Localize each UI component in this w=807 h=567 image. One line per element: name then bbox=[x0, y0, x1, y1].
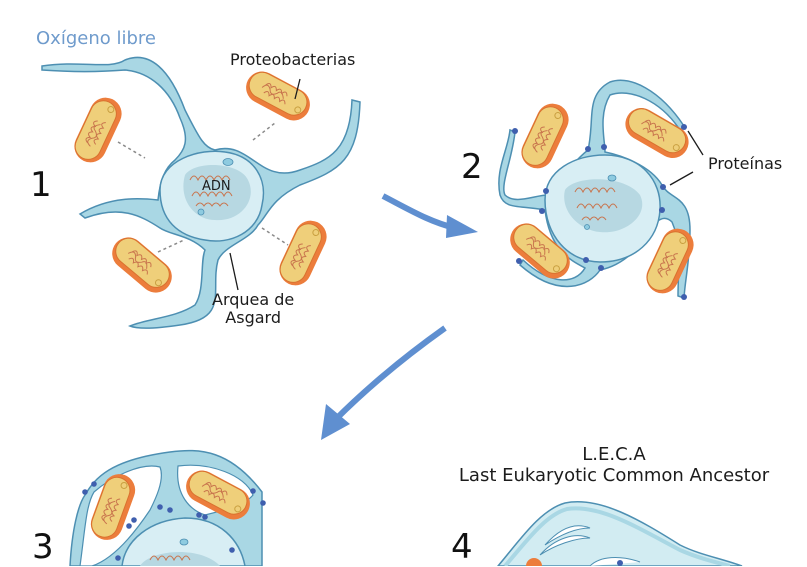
stage-1-pointers bbox=[229, 78, 301, 291]
stage-number-3: 3 bbox=[32, 527, 54, 567]
stage-2-pointers bbox=[669, 130, 704, 186]
stage-4-cell bbox=[497, 501, 743, 566]
stage-3-proteins bbox=[82, 481, 266, 561]
oxygen-label: Oxígeno libre bbox=[36, 28, 156, 49]
archaea-label-line1: Arquea de bbox=[212, 290, 295, 309]
leca-acronym: L.E.C.A bbox=[582, 444, 646, 465]
arrow-stage2-to-stage3 bbox=[321, 325, 447, 440]
stage-2-proteins bbox=[512, 124, 687, 300]
archaea-label: Arquea de Asgard bbox=[212, 290, 295, 328]
stage-number-2: 2 bbox=[461, 147, 483, 187]
proteobacteria-label: Proteobacterias bbox=[230, 50, 356, 69]
stage-number-4: 4 bbox=[451, 527, 473, 567]
arrow-stage1-to-stage2 bbox=[381, 193, 478, 238]
leca-full-name: Last Eukaryotic Common Ancestor bbox=[458, 464, 770, 486]
stage-number-1: 1 bbox=[30, 165, 52, 205]
stage-1-dashed-arrows bbox=[117, 122, 289, 253]
dna-label: ADN bbox=[202, 179, 231, 194]
stage-1-archaea bbox=[41, 56, 361, 329]
leca-title: L.E.C.A Last Eukaryotic Common Ancestor bbox=[449, 444, 779, 486]
proteins-label: Proteínas bbox=[708, 154, 783, 173]
archaea-label-line2: Asgard bbox=[225, 308, 281, 328]
